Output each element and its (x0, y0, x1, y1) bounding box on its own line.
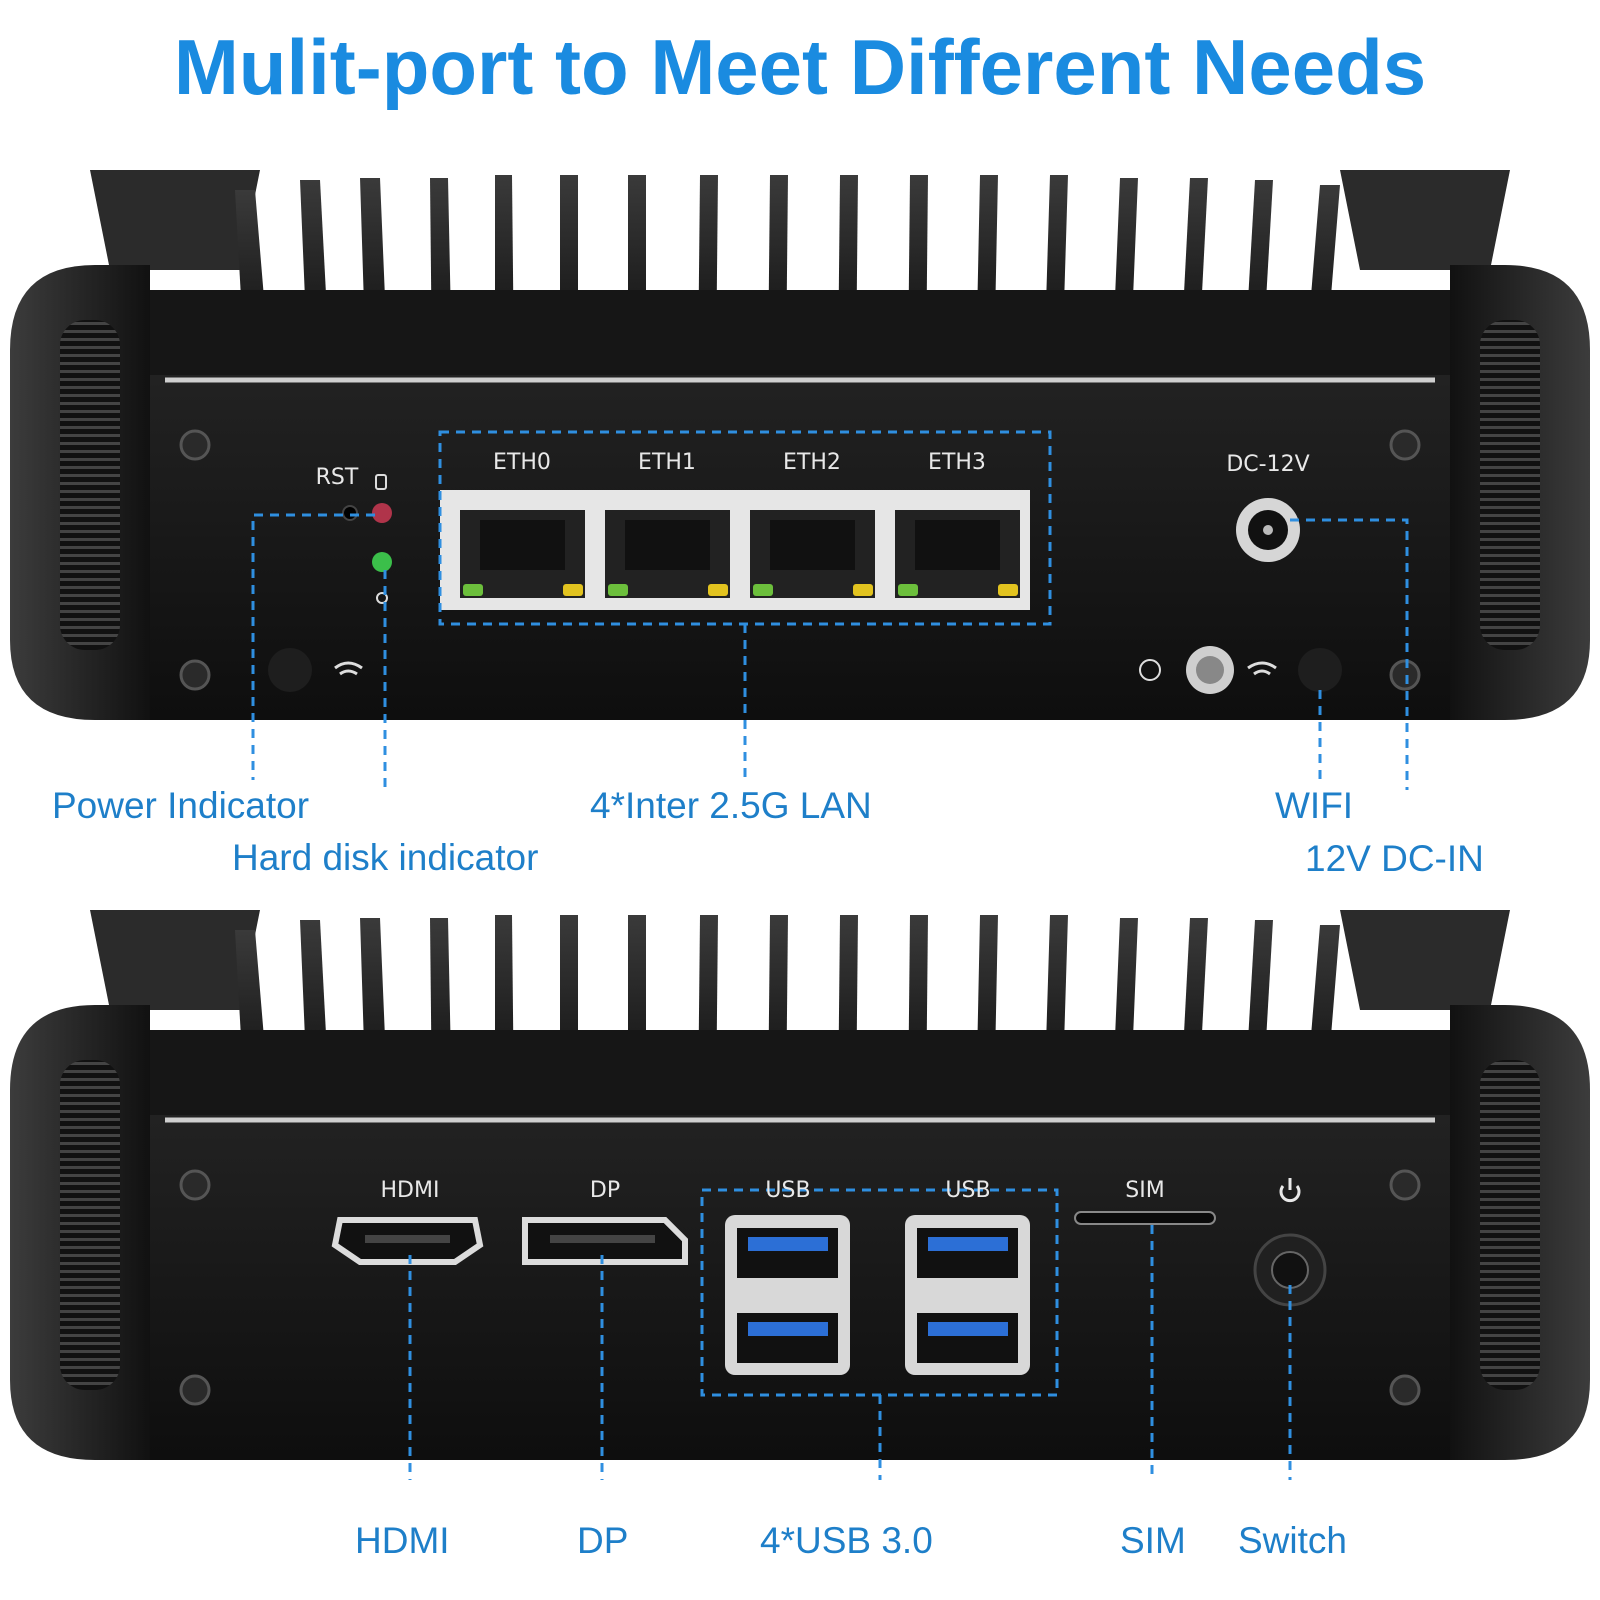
hdd-led (372, 503, 392, 523)
vent-left (60, 1060, 120, 1390)
antenna-hole-left (268, 648, 312, 692)
callout-switch: Switch (1238, 1520, 1347, 1561)
wifi-symbol-left-icon (334, 661, 363, 676)
screws (179, 429, 1421, 691)
callout-hdmi: HDMI (355, 1520, 450, 1561)
callout-12v-dc-in: 12V DC-IN (1305, 838, 1484, 879)
label-usb-1: USB (765, 1178, 811, 1203)
heatsink-fins (90, 170, 1510, 380)
page-title: Mulit-port to Meet Different Needs (173, 23, 1427, 111)
callout-usb: 4*USB 3.0 (760, 1520, 933, 1561)
label-hdmi: HDMI (380, 1178, 440, 1203)
power-led (372, 552, 392, 572)
rst-pinhole (342, 505, 358, 521)
callout-sim: SIM (1120, 1520, 1186, 1561)
label-rst: RST (315, 465, 359, 490)
device-bottom-illustration (10, 910, 1590, 1480)
label-dp: DP (589, 1178, 621, 1203)
screws (179, 1169, 1421, 1406)
power-symbol-icon (1279, 1178, 1301, 1203)
antenna-hole-right (1298, 648, 1342, 692)
vent-left (60, 320, 120, 650)
device-rear-top: RST ETH0 ETH1 ETH2 ETH3 DC-12V (0, 170, 1600, 790)
usb-ports (725, 1215, 1030, 1375)
heatsink-fins (90, 910, 1510, 1120)
label-eth0: ETH0 (493, 450, 551, 475)
label-eth3: ETH3 (928, 450, 986, 475)
sim-slot (1074, 1211, 1216, 1225)
wifi-symbol-right-icon (1247, 661, 1277, 676)
callout-lines-bottom (408, 1188, 1292, 1480)
label-dc-12v: DC-12V (1226, 452, 1310, 477)
callout-hard-disk-indicator: Hard disk indicator (232, 837, 539, 878)
callout-lines-top (251, 430, 1409, 790)
callout-lan: 4*Inter 2.5G LAN (590, 785, 872, 826)
lan-ports (440, 490, 1030, 610)
label-usb-2: USB (945, 1178, 991, 1203)
vent-right (1480, 1060, 1540, 1390)
power-symbol-icon (376, 592, 388, 604)
callout-dp: DP (577, 1520, 629, 1561)
callout-wifi: WIFI (1275, 785, 1354, 826)
label-eth1: ETH1 (638, 450, 696, 475)
vent-right (1480, 320, 1540, 650)
label-eth2: ETH2 (783, 450, 841, 475)
hdd-symbol-icon (375, 474, 387, 490)
device-rear-bottom: HDMI DP USB USB SIM (0, 910, 1600, 1530)
callout-power-indicator: Power Indicator (52, 785, 310, 826)
ground-symbol-icon (1139, 659, 1161, 681)
label-sim: SIM (1125, 1178, 1165, 1203)
device-top-illustration (10, 170, 1590, 790)
